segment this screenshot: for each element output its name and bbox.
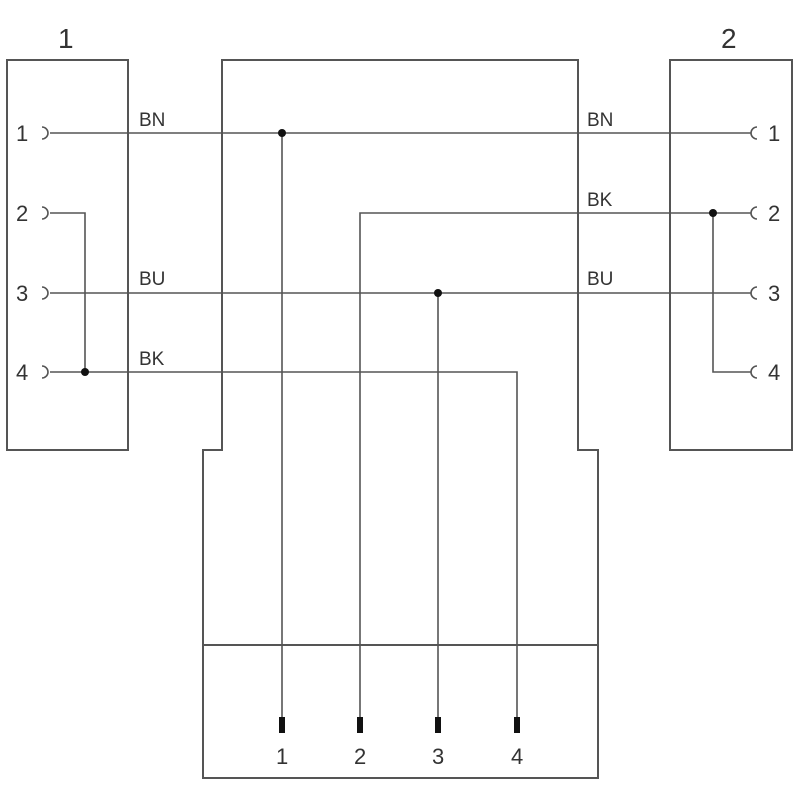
terminal-1 — [279, 717, 285, 733]
junction-dot — [278, 129, 286, 137]
connector-right-housing — [669, 59, 793, 451]
wire-label-left-bk: BK — [139, 349, 165, 370]
connector-right-label: 2 — [721, 23, 737, 54]
left-pin-4: 4 — [16, 360, 28, 385]
connector-left: 1 1 2 3 4 — [6, 23, 129, 451]
wire-label-right-bu: BU — [587, 269, 613, 290]
terminals: 1 2 3 4 — [276, 717, 523, 769]
wire-label-right-bk: BK — [587, 190, 613, 211]
wire-right-bridge — [712, 213, 751, 373]
junction-dot — [434, 289, 442, 297]
right-pin-3: 3 — [768, 281, 780, 306]
right-socket-icons — [750, 126, 758, 379]
terminal-2 — [357, 717, 363, 733]
right-pin-1: 1 — [768, 121, 780, 146]
wire-label-right-bn: BN — [587, 110, 613, 131]
terminal-3 — [435, 717, 441, 733]
terminal-label-3: 3 — [432, 744, 444, 769]
left-pin-3: 3 — [16, 281, 28, 306]
t-splitter-housing — [202, 59, 599, 779]
junction-dot — [81, 368, 89, 376]
terminal-label-1: 1 — [276, 744, 288, 769]
wire-bk-left — [50, 371, 518, 720]
wires — [50, 129, 751, 720]
right-pin-4: 4 — [768, 360, 780, 385]
connector-right: 2 1 2 3 4 — [669, 23, 793, 451]
connector-left-label: 1 — [58, 23, 74, 54]
terminal-4 — [514, 717, 520, 733]
junction-dot — [709, 209, 717, 217]
right-pin-2: 2 — [768, 201, 780, 226]
wire-left-bridge — [50, 212, 86, 372]
terminal-label-4: 4 — [511, 744, 523, 769]
wire-label-left-bu: BU — [139, 269, 165, 290]
left-socket-icons — [41, 126, 49, 379]
terminal-label-2: 2 — [354, 744, 366, 769]
wire-bk-right — [359, 212, 751, 720]
left-pin-1: 1 — [16, 121, 28, 146]
connector-left-housing — [6, 59, 129, 451]
left-pin-2: 2 — [16, 201, 28, 226]
wire-label-left-bn: BN — [139, 110, 165, 131]
